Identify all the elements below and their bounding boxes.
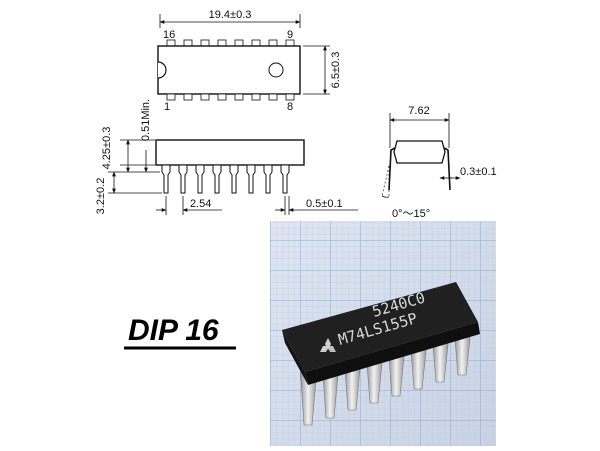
lead-thickness-label: 0.3±0.1 <box>460 166 497 178</box>
right-lead <box>443 147 451 191</box>
lead-angle-label: 0°～15° <box>392 208 430 220</box>
bottom-row-pins <box>166 93 295 101</box>
row-spacing-label: 7.62 <box>408 105 429 117</box>
top-view: 19.4±0.3 16 9 1 8 6.5±0.3 <box>157 9 342 113</box>
top-row-pins <box>166 39 295 47</box>
lead-length-label: 3.2±0.2 <box>95 178 107 215</box>
end-view: 7.62 0°～15° 0.3±0.1 <box>381 105 497 220</box>
photo-chip-side <box>305 322 480 385</box>
pin-16-label: 16 <box>163 29 175 41</box>
chip-photo: 5240C0 M74LS155P <box>270 221 496 446</box>
pin-9-label: 9 <box>287 29 293 41</box>
left-lead <box>388 147 396 191</box>
mitsubishi-logo-icon <box>320 338 336 352</box>
body-height-label: 4.25±0.3 <box>101 127 113 170</box>
title-text: DIP 16 <box>128 314 219 347</box>
side-legs <box>161 164 290 194</box>
pin1-dot <box>268 62 284 78</box>
length-label: 19.4±0.3 <box>209 9 252 21</box>
pitch-label: 2.54 <box>190 198 211 210</box>
min-standoff-label: 0.51Min. <box>140 99 152 141</box>
package-body-side <box>155 139 305 166</box>
lead-width-label: 0.5±0.1 <box>306 198 343 210</box>
package-body-end <box>393 140 446 164</box>
pin-8-label: 8 <box>287 101 293 113</box>
package-title: DIP 16 <box>124 314 236 350</box>
pin-1-label: 1 <box>164 101 170 113</box>
notch <box>157 61 167 79</box>
side-view: 0.51Min. 4.25±0.3 3.2±0.2 2.54 0.5±0.1 <box>95 99 358 215</box>
width-label: 6.5±0.3 <box>330 52 342 89</box>
